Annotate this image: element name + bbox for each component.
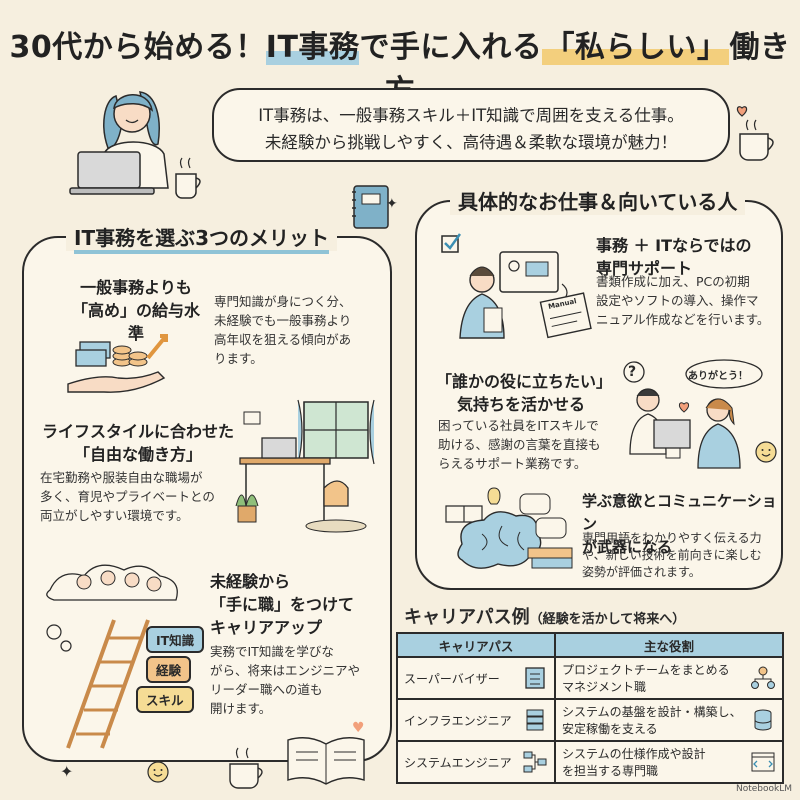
job1-title: 事務 ＋ ITならではの 専門サポート (596, 234, 776, 280)
code-window-icon (751, 752, 775, 772)
intro-line1: IT事務は、一般事務スキル＋IT知識で周囲を支える仕事。 (258, 106, 684, 125)
merit1-title-line1: 一般事務よりも (80, 278, 192, 297)
career-subheading: （経験を活かして将来へ） (529, 612, 686, 627)
sparkle-icon: ✦ (60, 762, 74, 781)
ladder-tag-experience: 経験 (146, 656, 192, 683)
merit2-body-line1: 在宅勤務や服装自由な職場が (40, 470, 203, 485)
job2-body-line1: 困っている社員をITスキルで (438, 418, 599, 433)
career-role-3-line1: システムの仕様作成や設計 (562, 747, 706, 761)
job1-body-line3: ニュアル作成などを行います。 (596, 312, 770, 327)
heart-icon: ♥ (352, 720, 365, 736)
career-heading: キャリアパス例（経験を活かして将来へ） (404, 607, 686, 628)
career-table: キャリアパス 主な役割 スーパーバイザー プロジェクトチームをまとめるマネジメン… (396, 632, 784, 784)
flowchart-icon (523, 751, 547, 773)
merit2-body-line3: 両立がしやすい環境です。 (40, 508, 189, 523)
job1-title-line1: 事務 ＋ ITならではの (596, 236, 752, 255)
checklist-icon (525, 667, 545, 689)
job3-title: 学ぶ意欲とコミュニケーション が武器になる (582, 490, 778, 559)
job2-title: 「誰かの役に立ちたい」 気持ちを活かせる (436, 370, 613, 416)
merit3-body-line3: リーダー職への道も (210, 682, 323, 697)
title-part2: IT事務 (265, 30, 360, 65)
server-rack-icon (526, 709, 544, 731)
ladder-tag-it: IT知識 (146, 626, 205, 653)
career-table-header: キャリアパス 主な役割 (396, 632, 784, 658)
career-col-role: 主な役割 (554, 632, 784, 658)
notebook-icon (346, 182, 396, 232)
table-row: システムエンジニア システムの仕様作成や設計を担当する専門職 (396, 740, 784, 784)
merit1-body: 専門知識が身につく分、 未経験でも一般事務より 高年収を狙える傾向があ ります。 (214, 292, 384, 368)
career-path-2: インフラエンジニア (404, 713, 512, 728)
job2-title-line2: 気持ちを活かせる (456, 395, 585, 414)
job3-body-line3: 姿勢が評価されます。 (582, 565, 701, 579)
helping-colleague-icon (614, 358, 770, 476)
career-role-1-line1: プロジェクトチームをまとめる (562, 663, 730, 677)
job2-title-line1: 「誰かの役に立ちたい」 (436, 372, 613, 391)
support-worker-icon (438, 232, 598, 342)
merit3-title-line3: キャリアアップ (210, 618, 323, 637)
merit3-title-line1: 未経験から (210, 572, 291, 591)
merit2-body-line2: 多く、育児やプライベートとの (40, 489, 215, 504)
intro-bubble: IT事務は、一般事務スキル＋IT知識で周囲を支える仕事。 未経験から挑戦しやすく… (212, 88, 730, 162)
merit2-title: ライフスタイルに合わせた 「自由な働き方」 (38, 420, 238, 466)
merit2-title-line2: 「自由な働き方」 (73, 445, 202, 464)
coffee-book-icon (218, 720, 378, 796)
merit3-body-line2: がら、将来はエンジニアや (210, 663, 361, 678)
merit1-body-line3: 高年収を狙える傾向があ (214, 332, 352, 347)
merit3-title: 未経験から 「手に職」をつけて キャリアアップ (210, 570, 380, 639)
merit3-title-line2: 「手に職」をつけて (210, 595, 355, 614)
job3-title-line1: 学ぶ意欲とコミュニケーション (582, 492, 777, 533)
team-hierarchy-icon (751, 666, 775, 689)
brain-books-icon (432, 486, 582, 576)
job1-body-line2: 設定やソフトの導入、操作マ (596, 293, 759, 308)
title-part4: 「私らしい」 (542, 30, 730, 65)
ladder-people-icon (44, 560, 184, 750)
database-icon (754, 709, 772, 731)
merit1-body-line2: 未経験でも一般事務より (214, 313, 352, 328)
career-path-3: システムエンジニア (404, 755, 512, 770)
job3-body-line1: 専門用語をわかりやすく伝える力 (582, 531, 762, 545)
smiley-icon (146, 760, 170, 784)
job3-body: 専門用語をわかりやすく伝える力 や、新しい技術を前向きに楽しむ 姿勢が評価されま… (582, 530, 782, 581)
smiley-icon-right (754, 440, 778, 464)
career-role-3-line2: を担当する専門職 (562, 764, 659, 778)
money-hand-icon (66, 328, 186, 398)
merit1-body-line1: 専門知識が身につく分、 (214, 294, 352, 309)
merit1-title: 一般事務よりも 「高め」の給与水準 (66, 276, 206, 345)
career-role-2-line2: 安定稼働を支える (562, 722, 658, 736)
table-row: インフラエンジニア システムの基盤を設計・構築し、安定稼働を支える (396, 698, 784, 742)
career-col-path: キャリアパス (396, 632, 556, 658)
merit2-body: 在宅勤務や服装自由な職場が 多く、育児やプライベートとの 両立がしやすい環境です… (40, 468, 240, 525)
table-row: スーパーバイザー プロジェクトチームをまとめるマネジメント職 (396, 656, 784, 700)
coffee-cup-icon (728, 90, 788, 170)
job2-body-line3: らえるサポート業務です。 (438, 456, 587, 471)
home-office-icon (232, 396, 382, 536)
sparkle-icon-2: ✦ (386, 196, 398, 212)
merits-heading: IT事務を選ぶ3つのメリット (66, 222, 337, 254)
merit1-body-line4: ります。 (214, 351, 263, 366)
merit2-title-line1: ライフスタイルに合わせた (41, 422, 234, 441)
thanks-bubble-text: ありがとう！ (688, 371, 748, 382)
ladder-tag-skill: スキル (136, 686, 194, 713)
question-mark: ? (628, 364, 637, 380)
merit3-body-line4: 開けます。 (210, 701, 272, 716)
career-role-1-line2: マネジメント職 (562, 680, 647, 694)
job1-body: 書類作成に加え、PCの初期 設定やソフトの導入、操作マ ニュアル作成などを行いま… (596, 272, 778, 329)
title-part3: で手に入れる (359, 30, 543, 65)
merit1-title-line2: 「高め」の給与水準 (71, 301, 200, 343)
merit3-body: 実務でIT知識を学びな がら、将来はエンジニアや リーダー職への道も 開けます。 (210, 642, 382, 718)
title-part1: 30代から始める！ (9, 30, 266, 65)
watermark: NotebookLM (735, 784, 792, 794)
career-role-2-line1: システムの基盤を設計・構築し、 (562, 705, 742, 719)
job2-body: 困っている社員をITスキルで 助ける、感謝の言葉を直接も らえるサポート業務です… (438, 416, 614, 473)
job1-title-line2: 専門サポート (596, 259, 693, 278)
career-path-1: スーパーバイザー (404, 671, 500, 686)
woman-laptop-illustration (64, 78, 224, 206)
job2-body-line2: 助ける、感謝の言葉を直接も (438, 437, 601, 452)
job1-body-line1: 書類作成に加え、PCの初期 (596, 274, 750, 289)
jobs-heading: 具体的なお仕事＆向いている人 (450, 186, 746, 215)
merit3-body-line1: 実務でIT知識を学びな (210, 644, 334, 659)
intro-line2: 未経験から挑戦しやすく、高待遇＆柔軟な環境が魅力！ (264, 133, 678, 152)
job3-body-line2: や、新しい技術を前向きに楽しむ (582, 548, 762, 562)
job3-title-line2: が武器になる (582, 538, 673, 556)
